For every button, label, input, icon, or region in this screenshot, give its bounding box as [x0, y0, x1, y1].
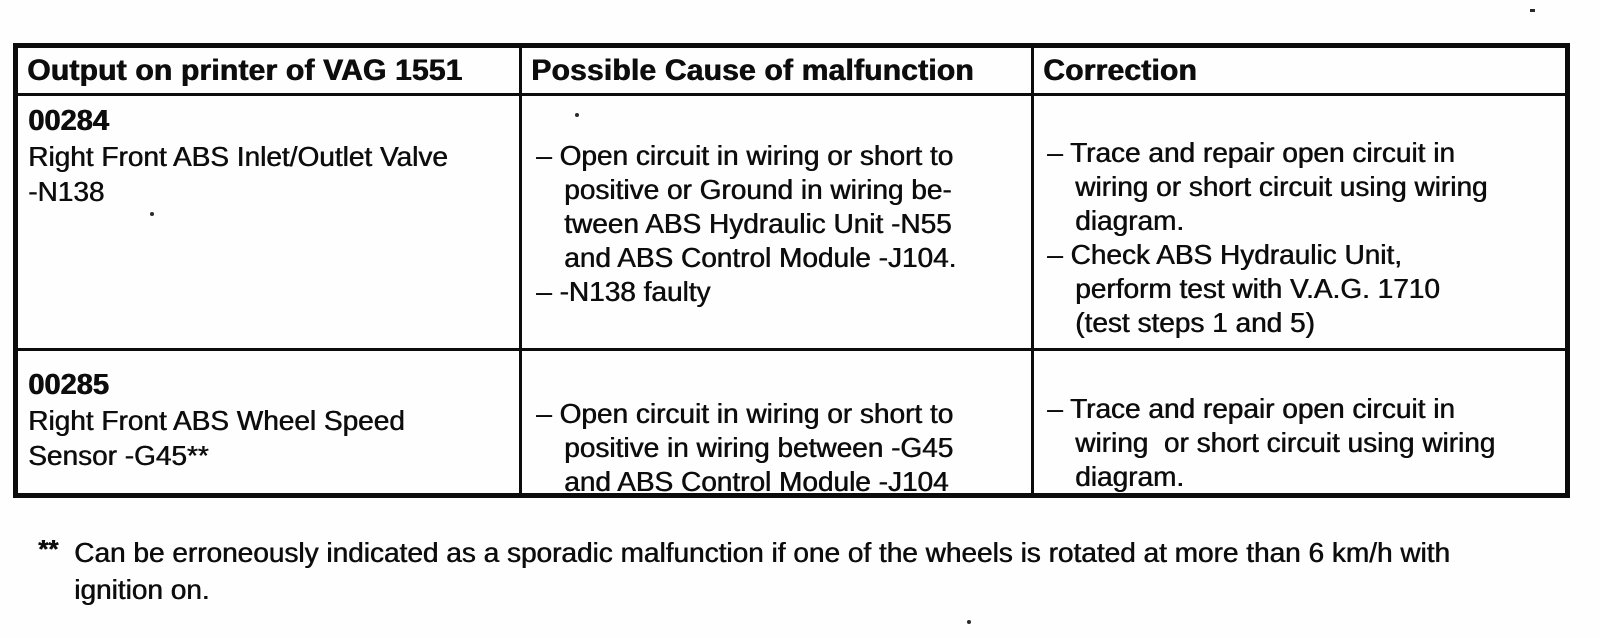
header-output-printer: Output on printer of VAG 1551	[18, 48, 522, 96]
scan-speckle	[575, 113, 579, 117]
row-00284-output-cell: 00284 Right Front ABS Inlet/Outlet Valve…	[18, 96, 522, 351]
header-possible-cause-label: Possible Cause of malfunction	[531, 54, 974, 87]
correction-item: – Trace and repair open circuit in wirin…	[1047, 393, 1496, 492]
footnote: ** Can be erroneously indicated as a spo…	[38, 534, 1578, 608]
cause-item: – Open circuit in wiring or short to pos…	[536, 398, 954, 493]
scan-speckle	[967, 620, 971, 624]
header-possible-cause: Possible Cause of malfunction	[522, 48, 1034, 96]
footnote-marker: **	[38, 534, 59, 564]
row-00285-correction-cell: – Trace and repair open circuit in wirin…	[1034, 351, 1565, 493]
row-00285-output-cell: 00285 Right Front ABS Wheel Speed Sensor…	[18, 351, 522, 493]
row-00284-cause-cell: – Open circuit in wiring or short to pos…	[522, 96, 1034, 351]
row-00285-cause-cell: – Open circuit in wiring or short to pos…	[522, 351, 1034, 493]
diagnostic-fault-table: Output on printer of VAG 1551 Possible C…	[13, 43, 1570, 498]
row-00284-correction-cell: – Trace and repair open circuit in wirin…	[1034, 96, 1565, 351]
correction-item: – Trace and repair open circuit in wirin…	[1047, 137, 1488, 236]
header-correction-label: Correction	[1043, 54, 1197, 87]
fault-code: 00284	[28, 105, 109, 137]
footnote-text: Can be erroneously indicated as a sporad…	[74, 537, 1450, 605]
scan-speckle	[150, 212, 154, 216]
cause-item: – -N138 faulty	[536, 276, 711, 307]
fault-component: Right Front ABS Wheel Speed Sensor -G45*…	[28, 405, 405, 471]
header-correction: Correction	[1034, 48, 1565, 96]
correction-item: – Check ABS Hydraulic Unit, perform test…	[1047, 239, 1440, 338]
header-output-printer-label: Output on printer of VAG 1551	[27, 54, 463, 87]
fault-component: Right Front ABS Inlet/Outlet Valve -N138	[28, 141, 448, 207]
fault-code: 00285	[28, 369, 109, 401]
scan-speckle	[1530, 9, 1535, 12]
cause-item: – Open circuit in wiring or short to pos…	[536, 140, 957, 273]
